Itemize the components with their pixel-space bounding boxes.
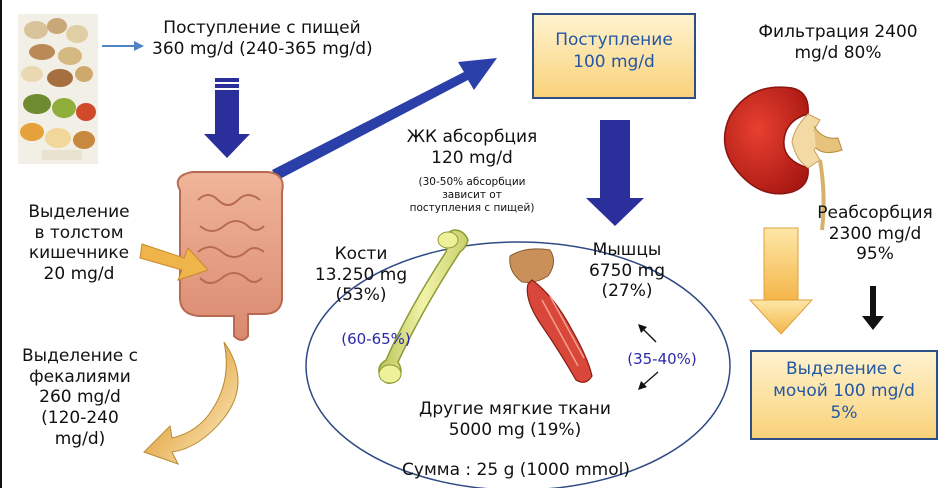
bones-label: Кости 13.250 mg (53%) [308, 244, 414, 306]
filtration-line1: Фильтрация 2400 [740, 22, 936, 43]
reabsorption-label: Реабсорбция 2300 mg/d 95% [802, 203, 946, 265]
food-to-intake-arrow [102, 41, 144, 51]
urine-box-line3: 5% [752, 402, 936, 424]
absorption-line2: 120 mg/d [382, 148, 562, 169]
absorption-label: ЖК абсорбция 120 mg/d [382, 127, 562, 168]
intake-down-arrow [204, 78, 250, 158]
muscles-label: Мышцы 6750 mg (27%) [572, 240, 682, 302]
feces-line3: 260 mg/d [4, 387, 156, 408]
feces-line5: mg/d) [4, 429, 156, 450]
colon-excretion-line2: в толстом [6, 223, 152, 244]
absorption-note: (30-50% абсорбции зависит от поступления… [382, 176, 562, 215]
reabsorption-line3: 95% [802, 244, 946, 265]
urine-box: Выделение с мочой 100 mg/d 5% [750, 350, 938, 440]
absorption-note-line2: зависит от [382, 189, 562, 202]
soft-tissue-line1: Другие мягкие ткани [390, 399, 640, 420]
absorption-line1: ЖК абсорбция [382, 127, 562, 148]
bones-line3: (53%) [308, 285, 414, 306]
urine-box-line1: Выделение с [752, 358, 936, 380]
colon-excretion-line3: кишечнике [6, 243, 152, 264]
bones-range: (60-65%) [330, 330, 422, 348]
filtration-line2: mg/d 80% [740, 43, 936, 64]
feces-line2: фекалиями [4, 367, 156, 388]
feces-curved-arrow [144, 342, 238, 464]
colon-excretion-line4: 20 mg/d [6, 264, 152, 285]
muscles-range: (35-40%) [614, 350, 710, 368]
reabsorption-line1: Реабсорбция [802, 203, 946, 224]
urine-box-line2: мочой 100 mg/d [752, 380, 936, 402]
bones-line1: Кости [308, 244, 414, 265]
filtration-label: Фильтрация 2400 mg/d 80% [740, 22, 936, 63]
absorption-note-line3: поступления с пищей) [382, 202, 562, 215]
reabsorption-arrow [862, 286, 884, 330]
muscles-line1: Мышцы [572, 240, 682, 261]
total-label: Сумма : 25 g (1000 mmol) [366, 460, 666, 481]
soft-tissue-label: Другие мягкие ткани 5000 mg (19%) [390, 399, 640, 440]
intake-box-down-arrow [586, 120, 644, 226]
intake-box-line2: 100 mg/d [534, 51, 694, 73]
colon-excretion-line1: Выделение [6, 202, 152, 223]
soft-tissue-line2: 5000 mg (19%) [390, 420, 640, 441]
intake-label: Поступление с пищей 360 mg/d (240-365 mg… [152, 18, 372, 59]
feces-label: Выделение с фекалиями 260 mg/d (120-240 … [4, 346, 156, 450]
muscles-line3: (27%) [572, 281, 682, 302]
bones-line2: 13.250 mg [308, 265, 414, 286]
intake-box: Поступление 100 mg/d [532, 13, 696, 99]
intake-box-line1: Поступление [534, 29, 694, 51]
intake-line1: Поступление с пищей [152, 18, 372, 39]
muscles-line2: 6750 mg [572, 261, 682, 282]
reabsorption-line2: 2300 mg/d [802, 224, 946, 245]
feces-line1: Выделение с [4, 346, 156, 367]
food-image [18, 14, 98, 164]
colon-excretion-label: Выделение в толстом кишечнике 20 mg/d [6, 202, 152, 285]
absorption-note-line1: (30-50% абсорбции [382, 176, 562, 189]
intake-line2: 360 mg/d (240-365 mg/d) [152, 39, 372, 60]
feces-line4: (120-240 [4, 408, 156, 429]
